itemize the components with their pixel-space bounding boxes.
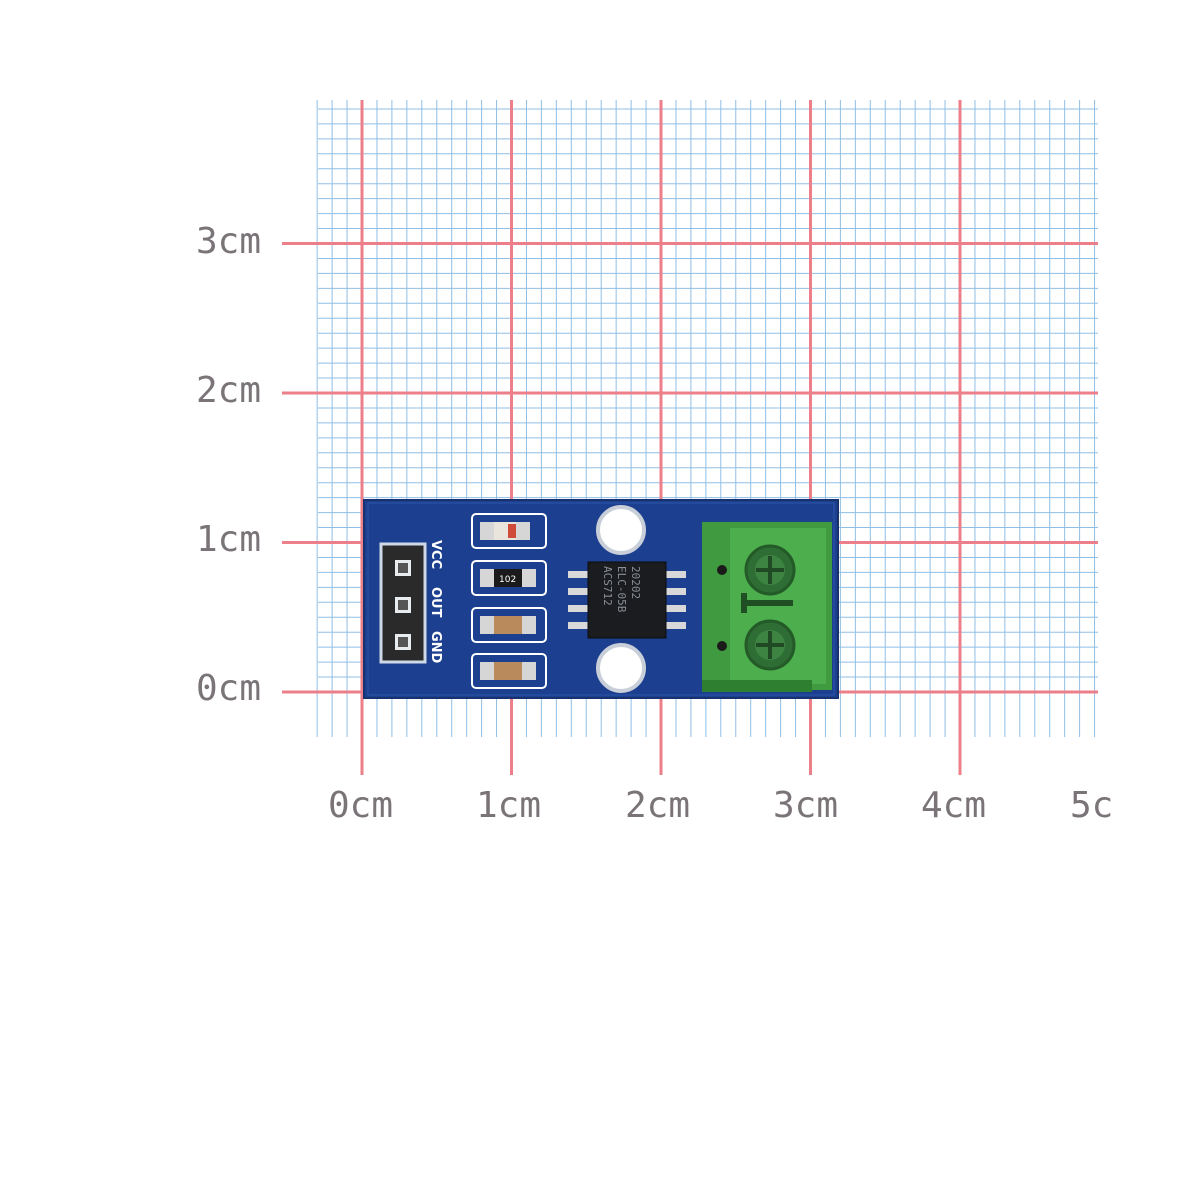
- pin-label-gnd: GND: [428, 631, 443, 664]
- pin-label-vcc: VCC: [428, 540, 443, 569]
- x-label-0cm: 0cm: [328, 785, 393, 826]
- chip-marking-1: ACS712: [601, 566, 614, 606]
- pin-label-out: OUT: [428, 587, 443, 618]
- x-label-3cm: 3cm: [773, 785, 838, 826]
- y-label-1cm: 1cm: [196, 519, 261, 560]
- pin-header: [379, 542, 427, 664]
- y-label-3cm: 3cm: [196, 221, 261, 262]
- chip-marking-2: ELC-05B: [615, 566, 628, 613]
- x-label-2cm: 2cm: [625, 785, 690, 826]
- y-axis-labels: 3cm 2cm 1cm 0cm: [196, 221, 261, 709]
- y-label-0cm: 0cm: [196, 668, 261, 709]
- current-sensor-board: VCC OUT GND 102: [363, 499, 839, 699]
- mounting-hole-bottom: [596, 643, 646, 693]
- x-axis-labels: 0cm 1cm 2cm 3cm 4cm 5c: [328, 785, 1113, 826]
- mounting-hole-top: [596, 505, 646, 555]
- sensor-chip: ACS712 ELC-05B 20202: [568, 561, 686, 639]
- x-label-4cm: 4cm: [921, 785, 986, 826]
- y-label-2cm: 2cm: [196, 370, 261, 411]
- resistor-code: 102: [499, 575, 516, 585]
- x-label-1cm: 1cm: [476, 785, 541, 826]
- chip-marking-3: 20202: [629, 566, 642, 599]
- smd-components: 102: [471, 513, 547, 689]
- x-label-5cm: 5c: [1070, 785, 1113, 826]
- screw-terminal: [702, 522, 832, 692]
